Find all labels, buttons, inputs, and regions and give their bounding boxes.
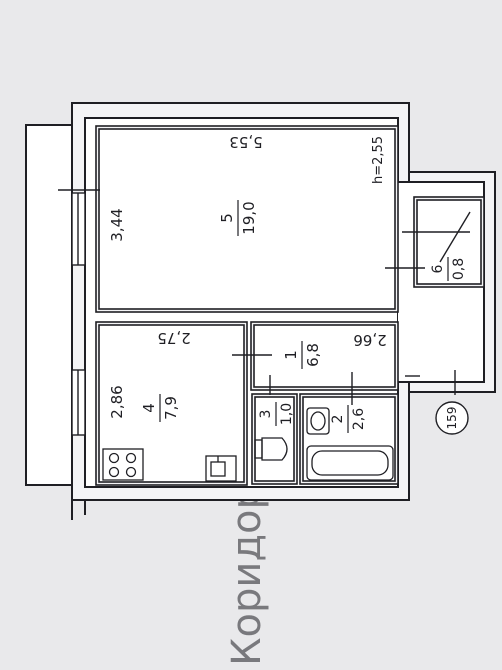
room-4-number: 4 — [140, 403, 158, 413]
partition-hall-inner — [253, 324, 396, 388]
room-4-label: 4 7,9 — [140, 394, 180, 422]
bathtub-icon — [306, 445, 394, 481]
background-text: Коридор — [224, 484, 270, 666]
room-3-number: 3 — [258, 410, 274, 419]
washbasin-icon — [306, 407, 330, 435]
room-1-label: 1 6,8 — [282, 341, 322, 369]
room-3-label: 3 1,0 — [258, 402, 295, 426]
room-1-number: 1 — [282, 350, 300, 360]
dim-room5-width: 3,44 — [108, 208, 126, 241]
room-6-label: 6 0,8 — [430, 257, 467, 281]
door-mark-annex-diag — [439, 211, 471, 263]
dim-room4-length: 2,75 — [157, 329, 190, 347]
balcony — [25, 124, 73, 486]
partition-room5-inner — [98, 128, 396, 310]
windows — [71, 192, 86, 436]
dim-room5-length: 5,53 — [229, 133, 262, 151]
room-2-area: 2,6 — [351, 408, 367, 430]
room-4-area: 7,9 — [162, 396, 180, 420]
room-5-number: 5 — [218, 213, 236, 223]
room-6-number: 6 — [430, 264, 446, 273]
room-6-area: 0,8 — [451, 258, 467, 280]
room-2-number: 2 — [330, 415, 346, 424]
dim-hall-length: 2,66 — [353, 331, 386, 349]
room-5-label: 5 19,0 — [218, 200, 258, 236]
partition-bath-inner — [302, 396, 396, 482]
room-3-area: 1,0 — [279, 403, 295, 425]
toilet-icon — [254, 437, 288, 461]
kitchen-sink-icon — [205, 455, 237, 482]
room-5-area: 19,0 — [240, 201, 258, 234]
stove-icon — [102, 448, 144, 481]
door-marks — [58, 189, 471, 405]
dim-room4-width: 2,86 — [108, 385, 126, 418]
room-2-label: 2 2,6 — [330, 405, 367, 433]
apartment-number: 159 — [445, 407, 459, 430]
apartment-number-badge: 159 — [435, 401, 469, 435]
room-1-area: 6,8 — [304, 343, 322, 367]
partition-closet-inner — [416, 199, 482, 285]
dim-ceiling-height: h=2,55 — [371, 136, 386, 184]
partitions — [95, 125, 485, 486]
